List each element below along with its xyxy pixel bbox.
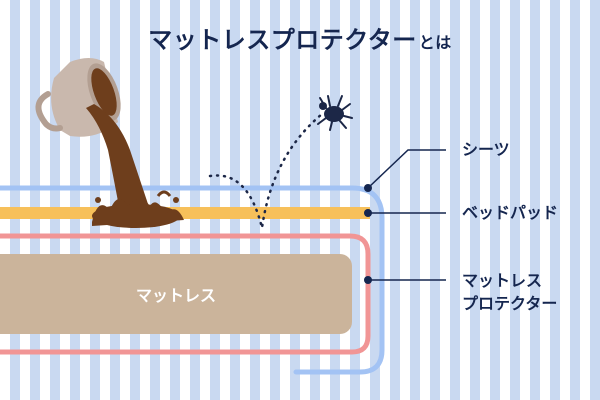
dust-mite-icon: [317, 95, 353, 131]
label-protector-line2: プロテクター: [462, 294, 558, 313]
label-sheet: シーツ: [462, 140, 510, 159]
coffee-spill: [86, 104, 184, 228]
callout-protector: [364, 276, 446, 284]
mattress: [0, 254, 352, 334]
callout-sheet: [364, 149, 446, 192]
mattress-label: マットレス: [135, 286, 216, 305]
protector-line: [0, 233, 371, 355]
bed-pad: [0, 207, 370, 219]
title-main: マットレスプロテクター: [148, 26, 417, 54]
callout-bed-pad: [364, 209, 446, 217]
page-title: マットレスプロテクターとは: [0, 20, 600, 55]
label-bed-pad: ベッドパッド: [462, 203, 559, 222]
sheet-line: [0, 185, 385, 375]
title-suffix: とは: [418, 33, 452, 52]
label-protector-line1: マットレス: [462, 271, 543, 290]
